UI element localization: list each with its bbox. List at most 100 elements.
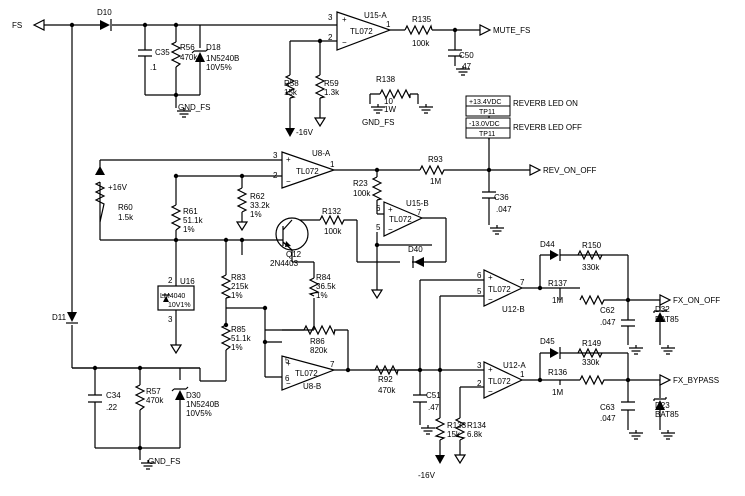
r93 [419, 164, 445, 176]
label-r85-ref: R85 [231, 325, 246, 334]
label-u8a-ref: U8-A [312, 149, 331, 158]
d23-symbol [655, 400, 665, 410]
svg-text:+: + [286, 359, 291, 368]
r85 [220, 324, 232, 351]
r56 [170, 41, 182, 68]
label-r83-tol: 1% [231, 291, 243, 300]
fx-bypass-terminal [659, 374, 672, 386]
tp-off-name: TP11 [479, 131, 495, 138]
label-c34-ref: C34 [106, 391, 121, 400]
gnd-fs-label-2: GND_FS [362, 118, 394, 127]
label-d30-type: 1N5240B [186, 400, 219, 409]
svg-text:+: + [388, 205, 393, 214]
label-d30-val: 10V5% [186, 409, 212, 418]
label-d18-type: 1N5240B [206, 54, 239, 63]
label-r62-tol: 1% [250, 210, 262, 219]
testpoints: +13.4VDC TP11 REVERB LED ON -13.0VDC TP1… [465, 95, 582, 139]
label-r132-ref: R132 [322, 207, 342, 216]
label-r83-ref: R83 [231, 273, 246, 282]
svg-text:−: − [286, 379, 291, 388]
opamp-u8b: +− TL072 U8-B 5 6 7 [281, 355, 336, 391]
r60 [94, 181, 106, 223]
gnd-fs-label-3: GND_FS [148, 457, 180, 466]
label-u15a-type: TL072 [350, 27, 373, 36]
label-u15b-ref: U15-B [406, 199, 429, 208]
r135 [404, 24, 433, 36]
fs-terminal [32, 19, 45, 31]
net-labels: FS MUTE_FS REV_ON_OFF FX_ON_OFF FX_BYPAS… [12, 21, 720, 480]
label-r23-val: 100k [353, 189, 371, 198]
label-d32-ref: D32 [655, 305, 670, 314]
label-u8b-ref: U8-B [303, 382, 321, 391]
label-d30-ref: D30 [186, 391, 201, 400]
label-u8a-type: TL072 [296, 167, 319, 176]
gnd-fs-label-1: GND_FS [178, 103, 210, 112]
r58 [284, 74, 296, 99]
r149 [577, 347, 603, 359]
label-u8b-out: 7 [330, 360, 335, 369]
opamp-u15b: +− TL072 U15-B 6 5 7 [376, 199, 429, 237]
label-r133-val: 15k [447, 430, 461, 439]
label-r150-val: 330k [582, 263, 600, 272]
label-r135-val: 100k [412, 39, 430, 48]
d44-symbol [550, 250, 559, 260]
label-u12b-in-n: 5 [477, 287, 482, 296]
plus16-arrow [95, 166, 105, 175]
d30-symbol [175, 390, 185, 400]
fs-label: FS [12, 21, 22, 30]
fx-on-off-terminal [659, 294, 672, 306]
label-c36-ref: C36 [494, 193, 509, 202]
label-c63-val: .047 [600, 414, 616, 423]
label-u8b-type: TL072 [295, 369, 318, 378]
minus16-label-b: -16V [418, 471, 436, 480]
r132 [319, 214, 345, 226]
tp-off-label: REVERB LED OFF [513, 123, 582, 132]
label-d40: D40 [408, 245, 423, 254]
label-u15a-in-p: 3 [328, 13, 333, 22]
tp-on-label: REVERB LED ON [513, 99, 578, 108]
label-r86-val: 820k [310, 346, 328, 355]
label-u12a-ref: U12-A [503, 361, 526, 370]
r86 [303, 324, 336, 336]
label-d23-type: BAT85 [655, 410, 679, 419]
label-r135-ref: R135 [412, 15, 432, 24]
r57 [134, 384, 146, 411]
label-u15a-ref: U15-A [364, 11, 387, 20]
label-r57-val: 470k [146, 396, 164, 405]
r150 [577, 249, 603, 261]
d45-symbol [550, 348, 559, 358]
label-r61-val: 51.1k [183, 216, 204, 225]
label-c35-val: .1 [150, 63, 157, 72]
label-c50-val: .47 [460, 62, 472, 71]
label-u15b-type: TL072 [389, 215, 412, 224]
label-u12a-type: TL072 [488, 377, 511, 386]
r23 [371, 176, 383, 201]
label-r23-ref: R23 [353, 179, 368, 188]
label-u15b-out: 7 [417, 208, 422, 217]
label-r134-ref: R134 [467, 421, 487, 430]
label-r138-pwr: 1W [384, 105, 396, 114]
label-r85-val: 51.1k [231, 334, 252, 343]
d10-symbol [100, 20, 110, 30]
label-u16-p2: 2 [168, 276, 173, 285]
label-u12a-in-p: 3 [477, 361, 482, 370]
svg-text:−: − [488, 387, 493, 396]
c35 [138, 49, 152, 57]
r61 [170, 204, 182, 231]
opamp-u12a: +− TL072 U12-A 3 2 1 [477, 361, 526, 399]
q12-transistor [272, 217, 309, 251]
svg-text:+: + [488, 365, 493, 374]
label-u12b-in-p: 6 [477, 271, 482, 280]
minus16-label-a: -16V [296, 128, 314, 137]
mute-fs-label: MUTE_FS [493, 26, 530, 35]
label-u16-val: 10V1% [168, 302, 191, 309]
label-d45: D45 [540, 337, 555, 346]
label-r93-ref: R93 [428, 155, 443, 164]
rev-on-off-label: REV_ON_OFF [543, 166, 596, 175]
r137 [579, 294, 605, 306]
component-labels: D10 C35 .1 R56 470k D18 1N5240B 10V5% R1… [52, 8, 679, 439]
u16-reference [157, 285, 195, 311]
label-r61-ref: R61 [183, 207, 198, 216]
r84 [308, 277, 320, 297]
label-d18-ref: D18 [206, 43, 221, 52]
